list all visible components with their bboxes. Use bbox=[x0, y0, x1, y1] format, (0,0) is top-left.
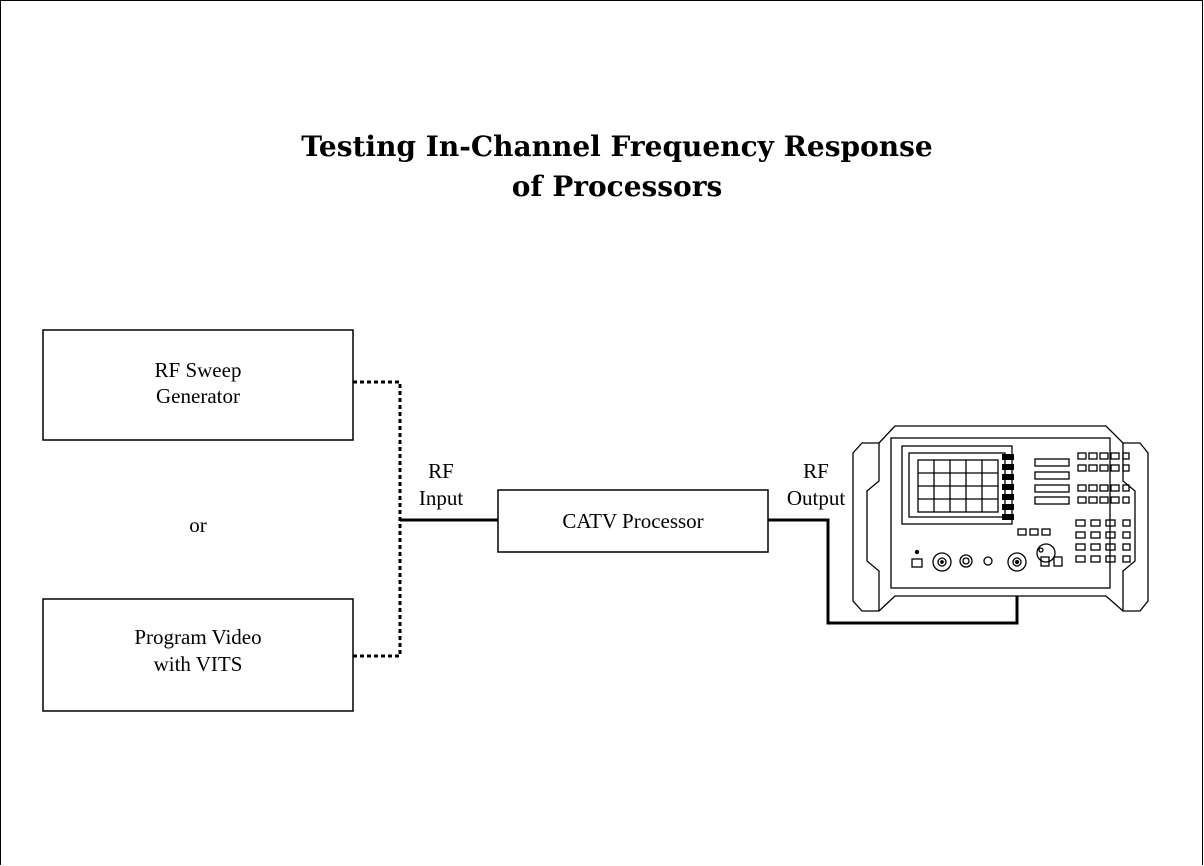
catv-processor-label: CATV Processor bbox=[562, 509, 703, 533]
sweep-generator-label-2: Generator bbox=[156, 384, 240, 408]
rf-input-label-1: RF bbox=[428, 459, 454, 483]
rf-output-cable bbox=[768, 518, 1019, 625]
rf-output-label-2: Output bbox=[787, 486, 846, 510]
dotted-signal-path bbox=[353, 380, 402, 658]
catv-processor-box: CATV Processor bbox=[497, 489, 769, 553]
rf-input-label-2: Input bbox=[419, 486, 463, 510]
spectrum-analyzer-icon bbox=[852, 425, 1149, 612]
sweep-generator-label-1: RF Sweep bbox=[155, 358, 242, 382]
program-video-label-2: with VITS bbox=[154, 652, 243, 676]
or-label: or bbox=[189, 513, 207, 537]
title-line-1: Testing In-Channel Frequency Response bbox=[301, 130, 932, 163]
program-video-label-1: Program Video bbox=[134, 625, 261, 649]
program-video-box: Program Video with VITS bbox=[42, 598, 354, 712]
rf-output-label-1: RF bbox=[803, 459, 829, 483]
title-line-2: of Processors bbox=[512, 170, 723, 203]
sweep-generator-box: RF Sweep Generator bbox=[42, 329, 354, 441]
